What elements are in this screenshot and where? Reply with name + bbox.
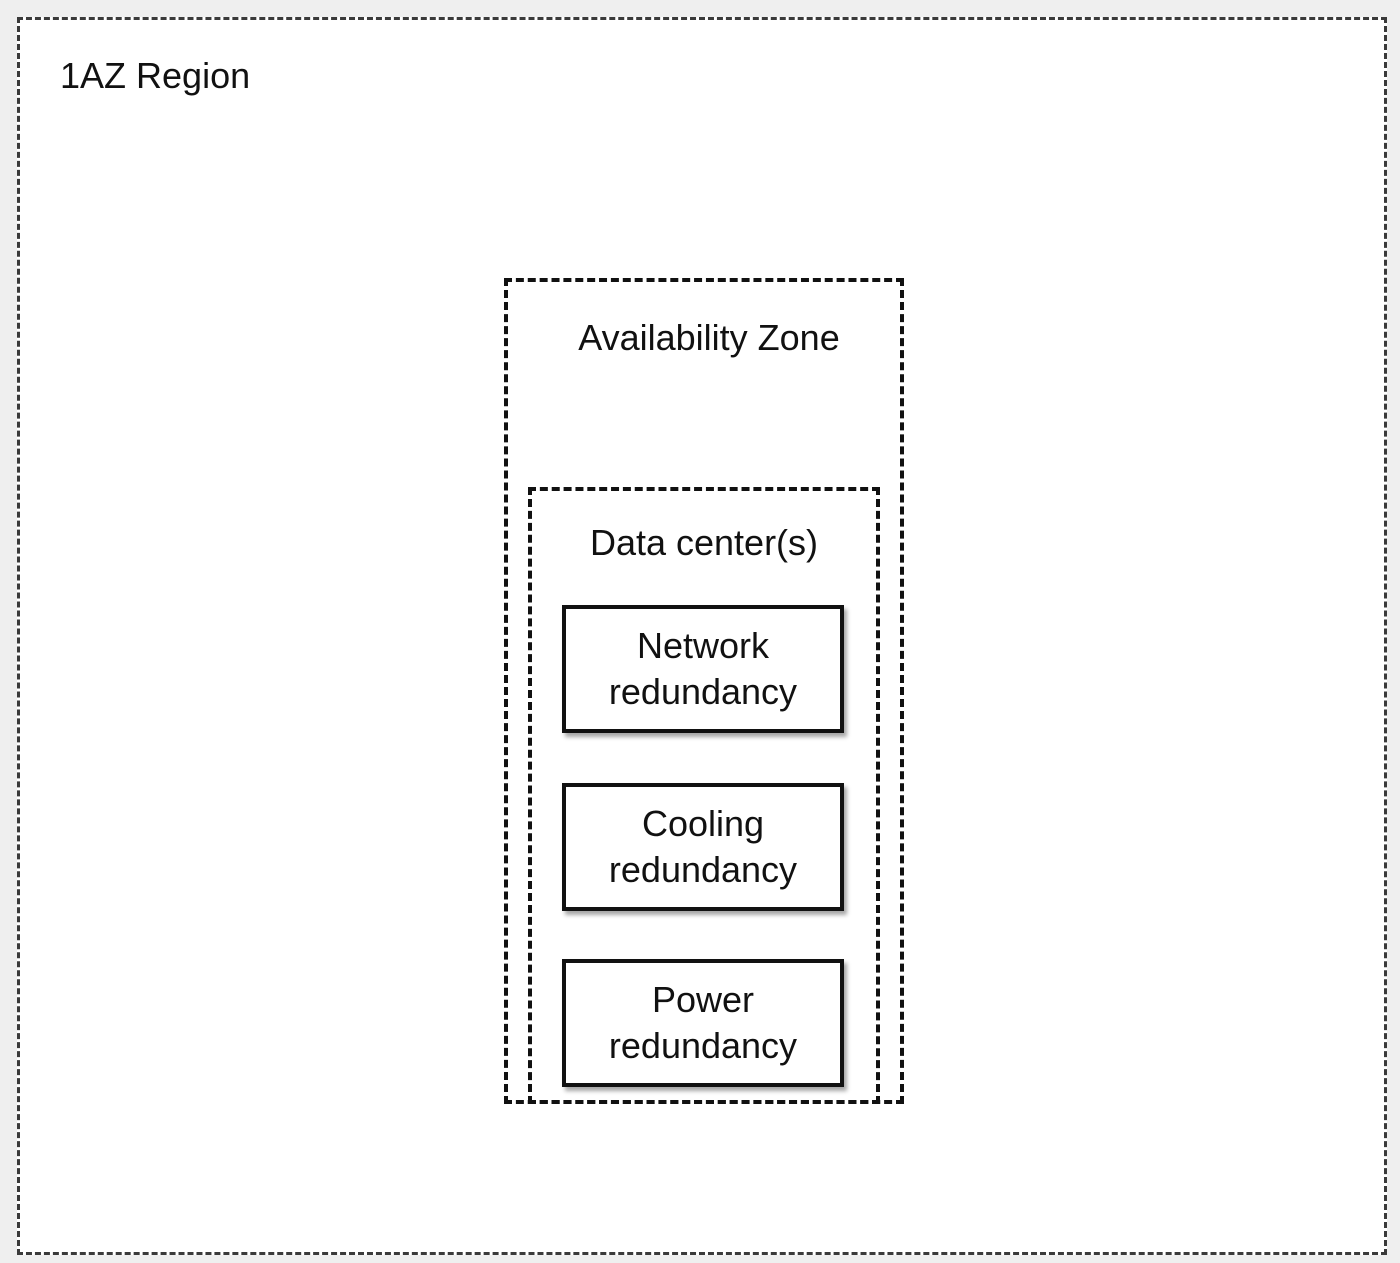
data-center-boundary: Data center(s)	[528, 487, 880, 1104]
network-redundancy-box: Network redundancy	[562, 605, 844, 733]
network-redundancy-label-line1: Network	[636, 625, 770, 666]
power-redundancy-label-line1: Power	[651, 979, 755, 1020]
network-redundancy-label-line2: redundancy	[608, 671, 798, 712]
cooling-redundancy-label-line2: redundancy	[608, 849, 798, 890]
cooling-redundancy-label-line1: Cooling	[641, 803, 765, 844]
availability-zone-boundary: Availability Zone	[504, 278, 904, 1104]
availability-zone-label: Availability Zone	[578, 317, 840, 358]
power-redundancy-label-line2: redundancy	[608, 1025, 798, 1066]
power-redundancy-box: Power redundancy	[562, 959, 844, 1087]
region-label: 1AZ Region	[60, 55, 251, 96]
cooling-redundancy-box: Cooling redundancy	[562, 783, 844, 911]
data-center-label: Data center(s)	[589, 522, 819, 563]
